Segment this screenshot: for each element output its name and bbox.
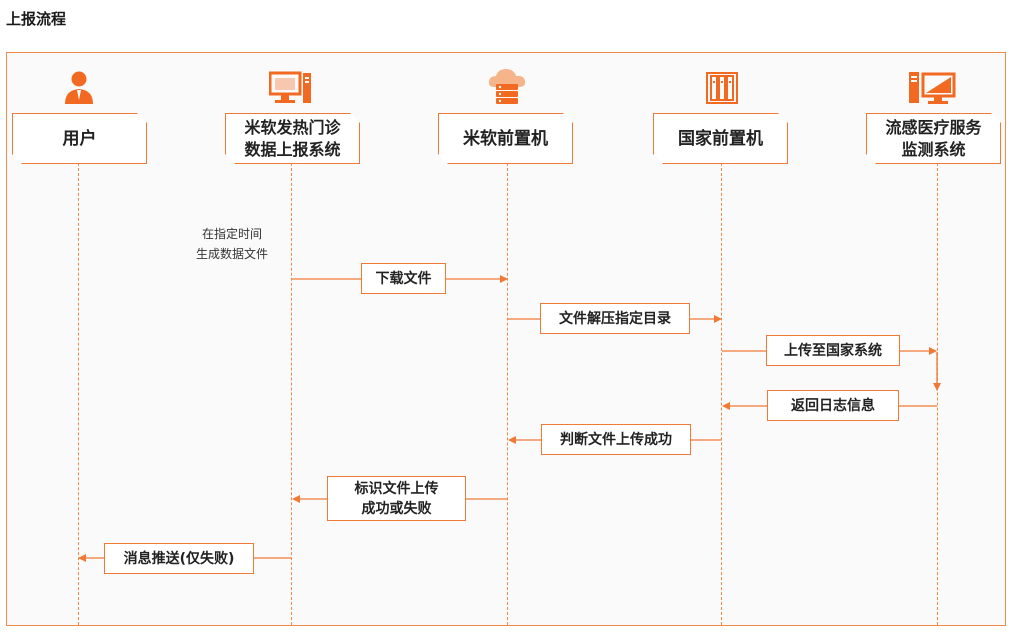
computer-icon <box>269 71 311 103</box>
actor-gateway-label: 米软前置机 <box>463 128 548 149</box>
actor-national: 国家前置机 <box>653 113 788 164</box>
msg-unzip-directory: 文件解压指定目录 <box>540 303 690 334</box>
msg-return-log: 返回日志信息 <box>767 390 899 421</box>
actor-monitor-label-line1: 流感医疗服务 <box>885 117 982 137</box>
msg-upload-national: 上传至国家系统 <box>766 335 900 366</box>
lifeline-hospital <box>291 163 292 625</box>
msg-upload-label: 上传至国家系统 <box>784 342 882 359</box>
workstation-icon <box>909 72 956 104</box>
actor-user-label: 用户 <box>62 128 97 149</box>
actor-national-label: 国家前置机 <box>678 128 763 149</box>
server-rack-icon <box>706 72 738 104</box>
lifeline-national <box>721 163 722 625</box>
actor-hospital-label-line2: 数据上报系统 <box>244 139 341 159</box>
lifeline-user <box>78 163 79 625</box>
user-icon <box>65 71 93 104</box>
actor-hospital-label-line1: 米软发热门诊 <box>244 117 341 137</box>
msg-mark-result: 标识文件上传 成功或失败 <box>327 476 466 521</box>
msg-mark-label-line1: 标识文件上传 <box>354 480 439 497</box>
lifeline-gateway <box>507 163 508 625</box>
cloud-server-icon <box>488 69 526 104</box>
msg-judge-label: 判断文件上传成功 <box>560 431 672 448</box>
msg-judge-success: 判断文件上传成功 <box>541 424 691 455</box>
actor-hospital-system: 米软发热门诊 数据上报系统 <box>225 113 360 164</box>
generate-file-note: 在指定时间 生成数据文件 <box>180 224 284 264</box>
msg-push-label: 消息推送(仅失败) <box>123 550 235 567</box>
generate-note-line1: 在指定时间 <box>201 227 262 241</box>
actor-monitor-system: 流感医疗服务 监测系统 <box>866 113 1001 164</box>
msg-download-label: 下载文件 <box>375 270 432 287</box>
actor-gateway: 米软前置机 <box>438 113 573 164</box>
actor-monitor-label-line2: 监测系统 <box>901 139 966 159</box>
msg-return-label: 返回日志信息 <box>791 397 875 414</box>
msg-unzip-label: 文件解压指定目录 <box>559 310 671 327</box>
generate-note-line2: 生成数据文件 <box>195 247 268 261</box>
msg-mark-label-line2: 成功或失败 <box>361 500 432 517</box>
page-title: 上报流程 <box>6 10 67 28</box>
actor-user: 用户 <box>12 113 147 164</box>
msg-push-notification: 消息推送(仅失败) <box>104 543 254 574</box>
msg-download-file: 下载文件 <box>361 263 446 294</box>
lifeline-monitor <box>937 163 938 625</box>
